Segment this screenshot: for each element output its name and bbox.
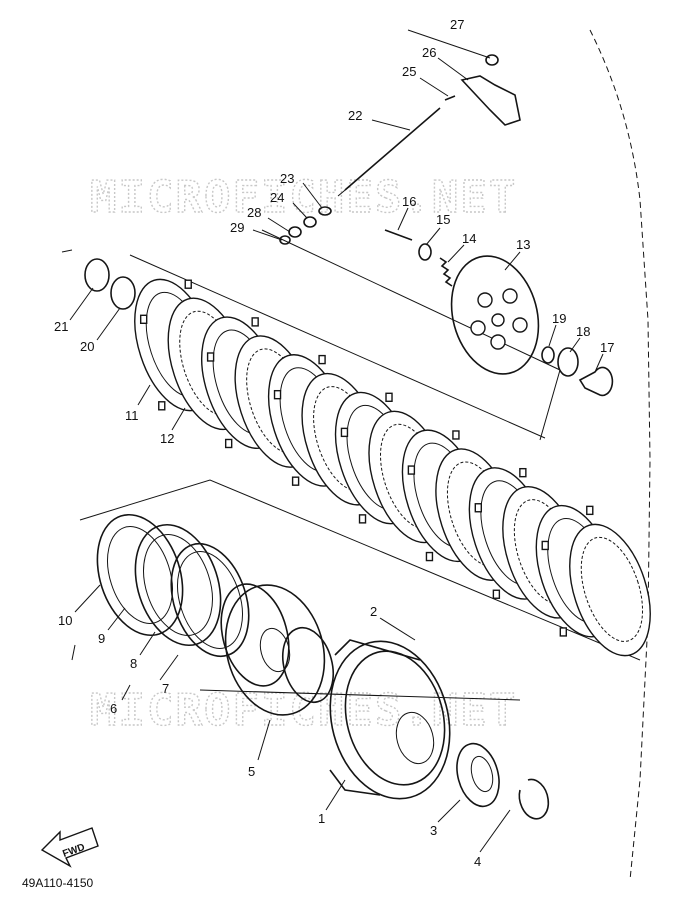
- small-parts-upper-left: [279, 206, 332, 245]
- plate-tab: [358, 514, 367, 524]
- clutch-plate: [569, 523, 651, 657]
- bearing-parts: [541, 346, 614, 397]
- label-20: 20: [80, 339, 94, 354]
- release-lever: [444, 54, 521, 126]
- lower-plates: [96, 513, 250, 658]
- plate-tab: [474, 503, 482, 513]
- label-8: 8: [130, 656, 137, 671]
- push-rod: [337, 107, 441, 197]
- label-12: 12: [160, 431, 174, 446]
- part-labels: 1 2 3 4 5 6 7 8 9 10 11 12 13 14 15 16 1…: [54, 17, 614, 869]
- label-3: 3: [430, 823, 437, 838]
- label-29: 29: [230, 220, 244, 235]
- label-10: 10: [58, 613, 72, 628]
- plate-tab: [206, 352, 215, 362]
- label-27: 27: [450, 17, 464, 32]
- label-16: 16: [402, 194, 416, 209]
- plate-tab: [385, 392, 393, 402]
- label-26: 26: [422, 45, 436, 60]
- label-5: 5: [248, 764, 255, 779]
- clutch-boss: [220, 583, 334, 716]
- plate-tab: [559, 627, 567, 637]
- watermark-bottom: MICROFICHES.NET: [90, 685, 517, 736]
- label-19: 19: [552, 311, 566, 326]
- label-22: 22: [348, 108, 362, 123]
- watermark-top: MICROFICHES.NET: [90, 172, 517, 223]
- plate-tab: [291, 476, 300, 486]
- clutch-plate-inner: [580, 536, 644, 642]
- label-7: 7: [162, 681, 169, 696]
- fwd-arrow: FWD: [40, 827, 99, 868]
- plate-tab: [519, 467, 527, 478]
- upper-stack-guide: [61, 229, 561, 441]
- label-15: 15: [436, 212, 450, 227]
- plate-tab: [407, 465, 416, 475]
- label-24: 24: [270, 190, 284, 205]
- plate-tab: [541, 540, 549, 551]
- gear-3: [456, 742, 500, 808]
- nut-and-washer: [84, 258, 136, 310]
- lower-stack-guide: [71, 479, 641, 701]
- plate-tab: [273, 389, 282, 400]
- housing-edge: [589, 29, 651, 881]
- plate-tab: [452, 430, 460, 440]
- plate-tab: [158, 401, 166, 411]
- plate-tab: [340, 427, 349, 438]
- reference-code: 49A110-4150: [22, 876, 94, 890]
- label-25: 25: [402, 64, 416, 79]
- plate-tab: [586, 505, 594, 516]
- plate-stack: [134, 278, 651, 657]
- label-21: 21: [54, 319, 68, 334]
- label-1: 1: [318, 811, 325, 826]
- label-6: 6: [110, 701, 117, 716]
- label-17: 17: [600, 340, 614, 355]
- plate-tab: [425, 551, 434, 562]
- label-18: 18: [576, 324, 590, 339]
- circlip-4: [518, 778, 550, 820]
- label-2: 2: [370, 604, 377, 619]
- plate-tab: [492, 589, 501, 599]
- plate-tab: [251, 317, 259, 327]
- label-28: 28: [247, 205, 261, 220]
- label-14: 14: [462, 231, 476, 246]
- plate-tab: [318, 354, 326, 365]
- label-23: 23: [280, 171, 294, 186]
- primary-driven-gear: [329, 639, 451, 800]
- label-11: 11: [125, 408, 139, 423]
- plate-tab: [224, 438, 233, 449]
- label-4: 4: [474, 854, 481, 869]
- plate-tab: [139, 314, 148, 324]
- pressure-plate: [450, 255, 540, 375]
- bolt-spring-washer: [384, 229, 453, 287]
- label-9: 9: [98, 631, 105, 646]
- leader-lines: [69, 29, 604, 853]
- plate-tab: [184, 279, 192, 289]
- label-13: 13: [516, 237, 530, 252]
